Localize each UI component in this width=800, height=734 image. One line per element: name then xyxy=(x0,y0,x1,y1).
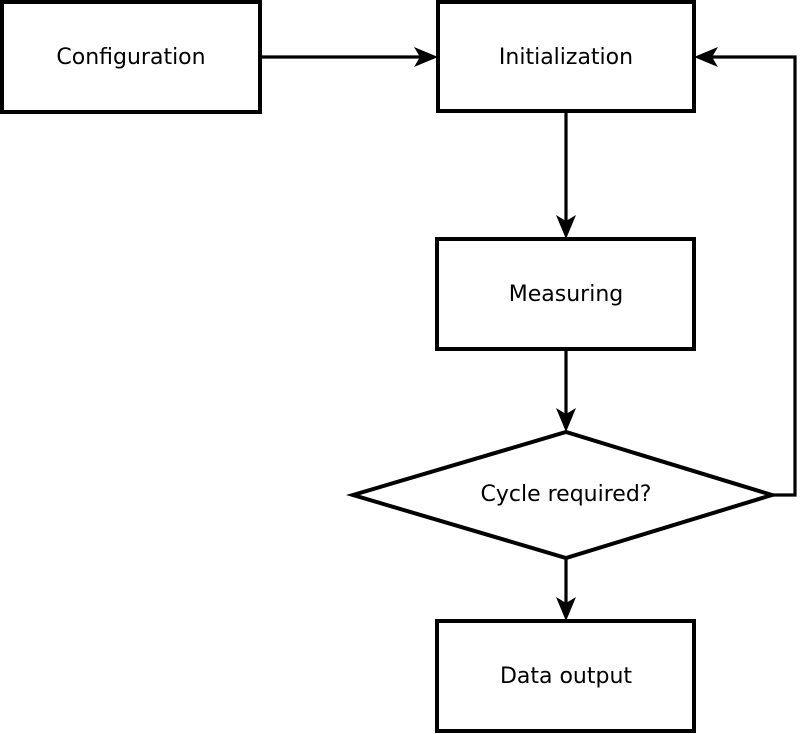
arrowhead-right-icon xyxy=(414,47,438,67)
node-data-output[interactable]: Data output xyxy=(435,619,696,733)
data-output-label: Data output xyxy=(500,664,632,689)
configuration-box[interactable] xyxy=(0,0,262,114)
measuring-box[interactable] xyxy=(435,237,696,351)
node-cycle-required[interactable]: Cycle required? xyxy=(345,429,779,561)
arrowhead-down-icon xyxy=(556,215,576,239)
edge-configuration-to-initialization xyxy=(260,47,438,67)
node-initialization[interactable]: Initialization xyxy=(436,0,696,113)
node-configuration[interactable]: Configuration xyxy=(0,0,262,114)
data-output-box[interactable] xyxy=(435,619,696,733)
edge-cycle-required-to-data-output xyxy=(556,558,576,621)
configuration-label: Configuration xyxy=(56,45,205,70)
initialization-label: Initialization xyxy=(499,45,633,70)
arrowhead-left-icon xyxy=(694,47,718,67)
edge-line-feedback-loop xyxy=(708,55,797,497)
initialization-box[interactable] xyxy=(436,0,696,113)
edge-cycle-required-to-initialization-feedback xyxy=(694,47,797,497)
arrowhead-down-icon xyxy=(556,408,576,432)
edge-measuring-to-cycle-required xyxy=(556,349,576,432)
edge-initialization-to-measuring xyxy=(556,111,576,239)
cycle-required-label: Cycle required? xyxy=(481,482,652,507)
measuring-label: Measuring xyxy=(509,282,623,307)
cycle-required-diamond[interactable] xyxy=(345,429,779,561)
node-measuring[interactable]: Measuring xyxy=(435,237,696,351)
arrowhead-down-icon xyxy=(556,597,576,621)
